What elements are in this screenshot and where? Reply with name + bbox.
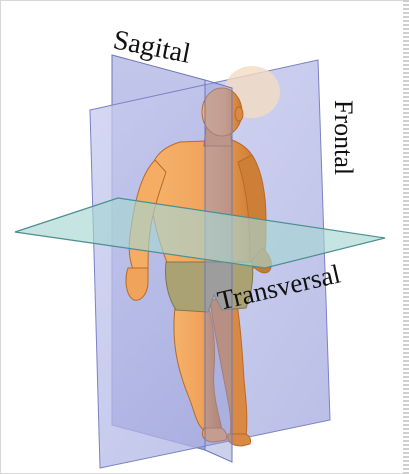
sagital-plane-front — [205, 80, 232, 462]
ear — [235, 107, 243, 121]
frontal-label: Frontal — [329, 100, 358, 175]
